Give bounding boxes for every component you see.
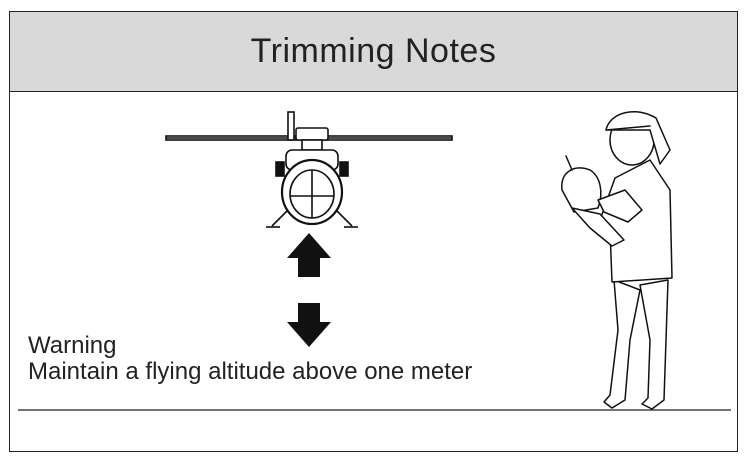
- arrow-up-icon: [287, 233, 331, 277]
- warning-message: Maintain a flying altitude above one met…: [28, 358, 473, 385]
- warning-heading: Warning: [28, 332, 117, 359]
- helicopter-icon: [165, 111, 453, 228]
- warning-note: Warning Maintain a flying altitude above…: [28, 333, 472, 385]
- header-bar: Trimming Notes: [10, 12, 737, 92]
- pilot-figure-icon: [561, 111, 673, 410]
- page-title: Trimming Notes: [250, 32, 497, 70]
- arrow-down-icon: [287, 303, 331, 347]
